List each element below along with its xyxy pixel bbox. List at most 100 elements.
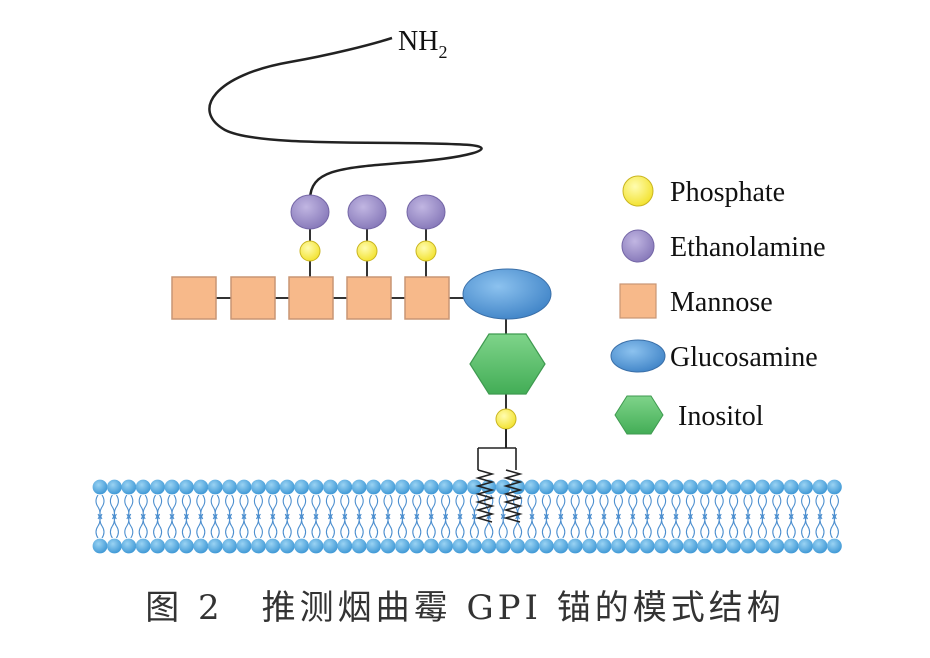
lipid-tail [729,513,739,539]
lipid-head [395,538,410,554]
lipid-tail [613,494,623,520]
lipid-head [207,538,223,554]
lipid-tail [167,494,177,520]
lipid-tail [700,513,710,539]
lipid-tail [642,494,652,520]
anchor-bracket [477,429,517,470]
lipid-head [150,538,166,554]
lipid-tail [167,513,177,539]
phosphate-unit [356,240,378,262]
lipid-head [769,479,785,495]
lipid-head [467,538,482,554]
lipid-head [639,538,655,554]
lipid-head [755,479,770,495]
lipid-head [92,479,108,495]
lipid-tail [239,513,249,539]
lipid-tail [628,494,638,520]
lipid-tail [297,513,307,539]
lipid-tail [138,494,148,520]
lipid-head [164,538,180,554]
legend-glucosamine-label: Glucosamine [670,342,818,373]
legend-ethanolamine-label: Ethanolamine [670,232,826,263]
lipid-tail [671,494,681,520]
lipid-tail [109,513,119,539]
lipid-head [236,479,252,495]
lipid-head [755,538,770,554]
lipid-tail [772,513,782,539]
lipid-tail [657,513,667,539]
lipid-head [654,479,669,495]
lipid-head [495,479,511,495]
ethanolamine-unit [406,194,446,230]
lipid-head [423,479,439,495]
lipid-tail [700,494,710,520]
lipid-tail [397,494,407,520]
anchor-fatty-chain [503,469,523,523]
lipid-head [323,538,338,554]
lipid-head [582,479,597,495]
lipid-head [553,538,569,554]
lipid-head [481,538,497,554]
mannose-unit [346,276,392,320]
lipid-tail [109,494,119,520]
lipid-head [683,479,698,495]
lipid-head [611,479,626,495]
lipid-head [323,479,338,495]
lipid-tail [239,494,249,520]
lipid-tail [685,494,695,520]
lipid-tail [484,513,494,539]
lipid-tail [729,494,739,520]
mannose-chain [171,276,450,320]
lipid-head [395,479,410,495]
lipid-head [366,538,381,554]
lipid-head [654,538,669,554]
lipid-head [798,538,813,554]
lipid-head [279,538,295,554]
lipid-head [265,538,281,554]
lipid-head [769,538,785,554]
lipid-tail [541,494,551,520]
lipid-head [337,479,353,495]
lipid-head [668,479,684,495]
phosphate-group [299,240,437,262]
lipid-tail [153,494,163,520]
lipid-tail [282,513,292,539]
lipid-tail [829,494,839,520]
phosphate-unit [299,240,321,262]
legend-ethanolamine-icon [621,229,655,263]
lipid-tail [685,513,695,539]
ethanolamine-unit [347,194,387,230]
lipid-head [380,479,396,495]
lipid-head [567,538,583,554]
lipid-tail [772,494,782,520]
lipid-head [251,479,266,495]
lipid-head [438,538,453,554]
lipid-head [121,538,137,554]
legend-mannose-icon [619,283,657,319]
lipid-head [236,538,252,554]
lipid-tail [325,513,335,539]
lipid-head [783,479,799,495]
lipid-tail [714,513,724,539]
lipid-anchor [475,429,523,523]
lipid-tail [325,494,335,520]
lipid-tail [628,513,638,539]
lipid-head [107,479,122,495]
lipid-tail [210,494,220,520]
phosphate-unit [415,240,437,262]
lipid-head [222,538,238,554]
lipid-head [524,538,540,554]
lipid-tail [786,513,796,539]
lipid-head [711,479,727,495]
lipid-head [207,479,223,495]
lipid-tail [585,513,595,539]
lipid-head [179,479,194,495]
lipid-head [524,479,540,495]
legend-inositol-label: Inositol [678,401,764,432]
lipid-tail [570,513,580,539]
side-chain-links [309,228,507,448]
protein-chain [208,36,483,201]
lipid-tail [757,513,767,539]
lipid-tail [455,513,465,539]
lipid-head [553,479,569,495]
